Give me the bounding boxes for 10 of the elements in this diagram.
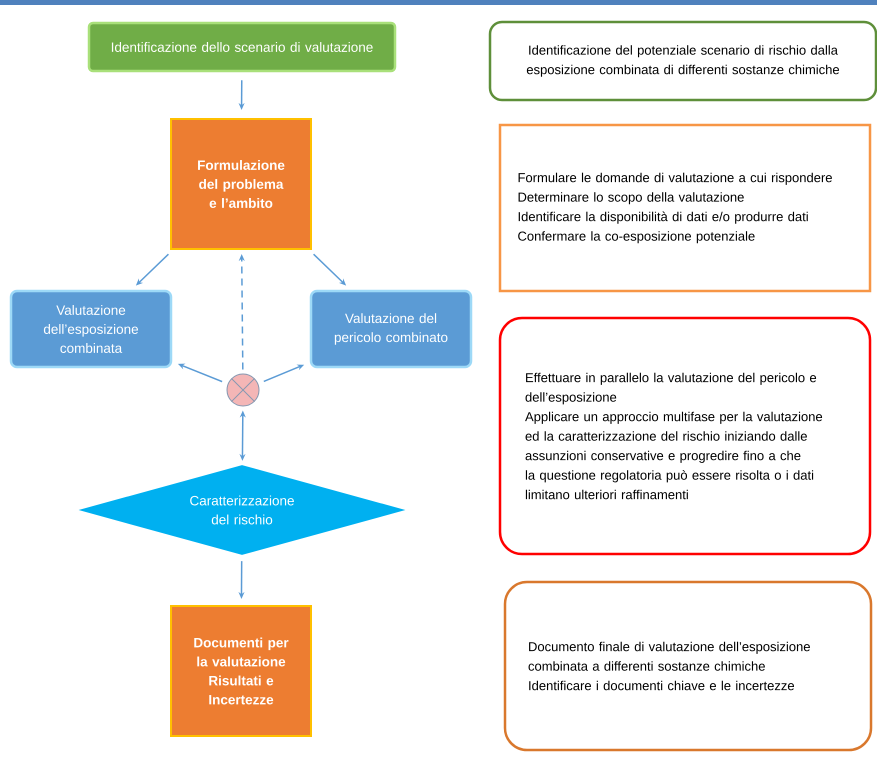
note-box: Identificazione del potenziale scenario di rischio dalla esposizione combinata di differenti sostanze chimiche (488, 20, 877, 102)
process-box: Valutazione del pericolo combinato (310, 290, 472, 368)
process-box: Valutazione dell’esposizione combinata (10, 290, 172, 368)
note-box: Effettuare in parallelo la valutazione del pericolo e dell’esposizione Applicare un approccio multifase per la valutazione ed la caratterizzazione del rischio iniziando dalle assunzioni conservative e progredire fino a che la questione regolatoria può essere risolta o i dati limitano ulteriori raffinamenti (498, 316, 872, 556)
note-box: Documento finale di valutazione dell’esposizione combinata a differenti sostanze chimiche Identificare i documenti chiave e le incertezze (504, 580, 872, 752)
summing-circle (226, 374, 260, 406)
process-box: Documenti per la valutazione Risultati e Incertezze (170, 605, 312, 737)
note-box: Formulare le domande di valutazione a cui rispondere Determinare lo scopo della valutazione Identificare la disponibilità di dati e/o produrre dati Confermare la co-esposizione potenziale (498, 124, 872, 292)
scenario-box: Identificazione dello scenario di valutazione (88, 22, 396, 72)
process-box: Formulazione del problema e l’ambito (170, 118, 312, 250)
